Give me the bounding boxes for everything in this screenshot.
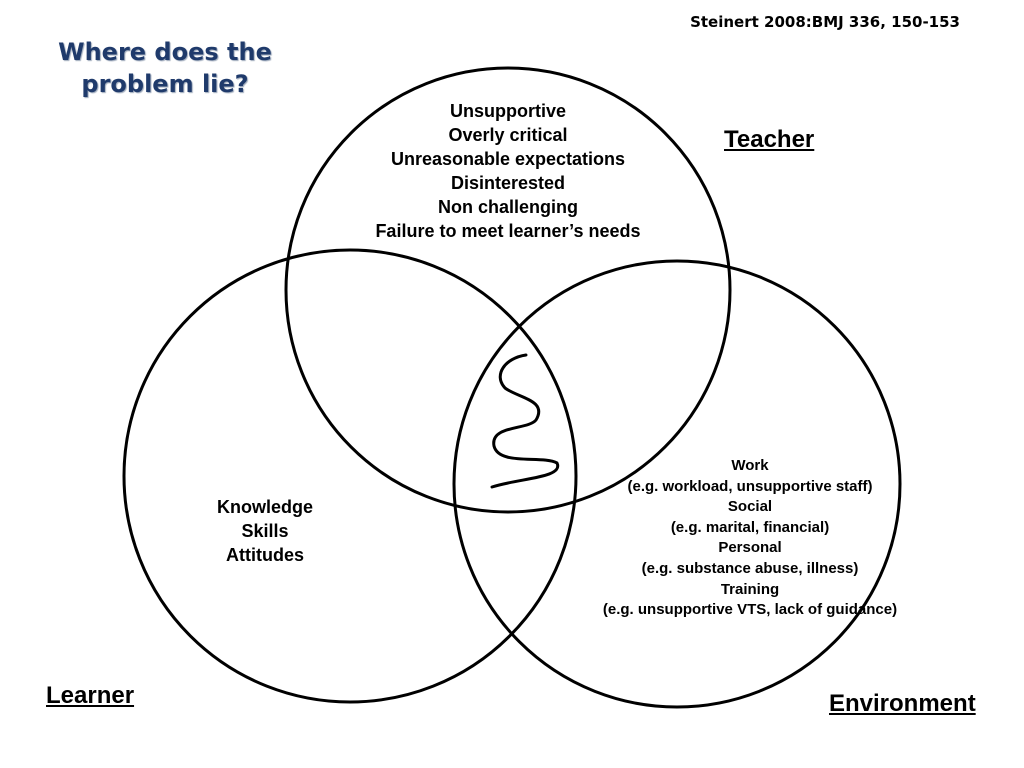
learner-item: Knowledge (216, 497, 313, 517)
teacher-item: Unreasonable expectations (390, 149, 626, 169)
environment-item: (e.g. marital, financial) (670, 518, 830, 536)
environment-item: (e.g. unsupportive VTS, lack of guidance… (602, 601, 898, 619)
citation: Steinert 2008:BMJ 336, 150-153 (690, 13, 960, 31)
learner-label: Learner (46, 682, 135, 709)
teacher-item: Non challenging (437, 197, 578, 217)
learner-items: Knowledge Skills Attitudes (180, 495, 350, 567)
environment-item: Social (727, 498, 773, 516)
environment-item: Work (731, 457, 769, 474)
learner-circle (122, 248, 578, 704)
teacher-label: Teacher (724, 126, 815, 153)
learner-item: Skills (241, 521, 289, 541)
page-title: Where does the problem lie? (58, 38, 272, 98)
environment-item: Training (720, 580, 780, 598)
teacher-circle (284, 66, 732, 514)
environment-item: (e.g. substance abuse, illness) (641, 559, 859, 577)
squiggle-drawing (490, 353, 560, 489)
environment-circle (452, 259, 902, 709)
teacher-item: Overly critical (448, 125, 568, 145)
environment-item: Personal (718, 539, 782, 557)
teacher-item: Failure to meet learner’s needs (375, 221, 641, 241)
environment-items: Work (e.g. workload, unsupportive staff)… (570, 456, 930, 621)
teacher-item: Disinterested (450, 173, 566, 193)
teacher-items: Unsupportive Overly critical Unreasonabl… (340, 99, 676, 243)
learner-item: Attitudes (226, 545, 304, 565)
teacher-item: Unsupportive (449, 101, 566, 121)
environment-item: (e.g. workload, unsupportive staff) (627, 477, 873, 495)
environment-label: Environment (829, 690, 976, 717)
